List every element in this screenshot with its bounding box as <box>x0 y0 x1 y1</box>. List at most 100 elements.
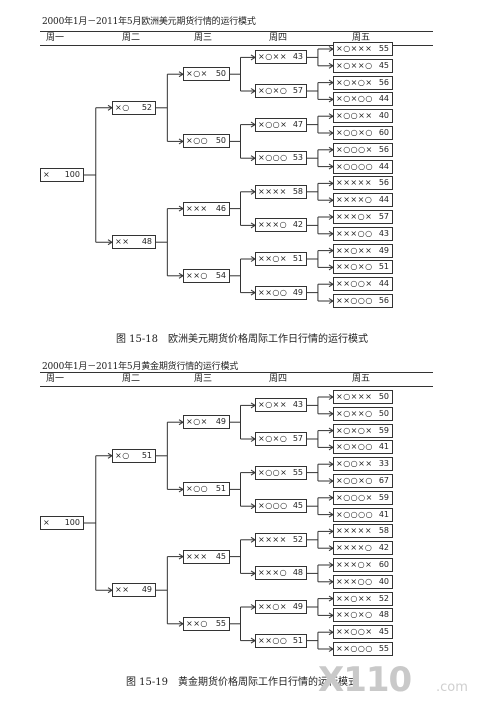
node-value: 49 <box>292 287 303 297</box>
node-thursday: ××××52 <box>255 532 307 547</box>
node-pattern: ×○× <box>186 69 208 79</box>
node-value: 45 <box>378 60 389 70</box>
node-wednesday: ×○×49 <box>183 415 230 430</box>
node-pattern: ×○○×× <box>336 459 373 469</box>
node-pattern: ×○○○○ <box>336 509 374 519</box>
node-thursday: ×○○×55 <box>255 465 307 480</box>
node-value: 53 <box>292 153 303 163</box>
watermark-text: X110 <box>318 660 412 700</box>
node-pattern: ××○×× <box>336 245 373 255</box>
node-friday: ×○×○○44 <box>333 92 393 107</box>
node-value: 57 <box>378 212 389 221</box>
node-pattern: ×× <box>115 585 130 595</box>
node-friday: ××××× 58 <box>333 524 393 539</box>
node-pattern: ××××○ <box>336 195 373 205</box>
node-pattern: ×○××○ <box>336 408 373 418</box>
node-value: 100 <box>64 518 80 527</box>
node-wednesday: ×○○51 <box>183 482 230 497</box>
node-friday: ×○○×× 33 <box>333 457 393 472</box>
node-pattern: × <box>43 170 51 179</box>
figure-eurodollar: 2000年1月－2011年5月欧洲美元期货行情的运行模式 周一 周二 周三 周四… <box>0 0 484 350</box>
node-pattern: ×××× <box>258 186 287 196</box>
node-pattern: ×○××× <box>336 44 373 53</box>
day-friday: 周五 <box>351 33 371 43</box>
node-friday: ×××○×60 <box>333 558 393 572</box>
node-thursday: ×○××43 <box>255 50 307 65</box>
node-pattern: ×○××○ <box>336 60 373 70</box>
node-value: 46 <box>215 203 226 213</box>
day-friday: 周五 <box>351 374 371 384</box>
node-value: 60 <box>378 560 389 569</box>
node-value: 52 <box>141 102 152 112</box>
node-value: 48 <box>141 237 152 247</box>
node-thursday: ××××58 <box>255 184 307 199</box>
node-value: 50 <box>215 136 226 146</box>
node-friday: ×○○×○ 67 <box>333 474 393 488</box>
node-friday: ××○○×45 <box>333 625 393 640</box>
node-thursday: ×○○○45 <box>255 499 307 514</box>
node-pattern: ××○× <box>258 254 288 263</box>
node-value: 49 <box>378 245 389 255</box>
node-value: 51 <box>141 450 152 460</box>
node-pattern: ××○ <box>186 270 208 280</box>
node-value: 51 <box>292 254 303 263</box>
node-value: 33 <box>378 459 389 469</box>
node-thursday: ××○○ 49 <box>255 285 307 300</box>
node-wednesday: ×○○50 <box>183 134 230 149</box>
node-friday: ×××○○40 <box>333 574 393 589</box>
node-value: 58 <box>378 526 389 536</box>
node-friday: ××○×× 49 <box>333 243 393 258</box>
node-friday: ×○×○○41 <box>333 440 393 455</box>
node-pattern: ×○○○× <box>336 144 373 154</box>
node-pattern: ×○○×○ <box>336 476 373 485</box>
node-pattern: ×○○× <box>258 119 288 129</box>
node-pattern: ×○× <box>186 417 208 427</box>
node-value: 56 <box>378 178 389 188</box>
node-value: 45 <box>292 501 303 511</box>
node-pattern: ×××○○ <box>336 228 373 238</box>
node-pattern: ×××○○ <box>336 576 373 586</box>
node-pattern: ×○○○× <box>336 492 373 502</box>
node-pattern: ××○○ <box>258 287 288 297</box>
node-value: 67 <box>378 476 389 485</box>
node-thursday: ×○○× 47 <box>255 117 307 132</box>
watermark-suffix: .com <box>436 680 468 695</box>
node-pattern: ×○×○ <box>258 434 288 443</box>
node-pattern: ××○×× <box>336 593 373 603</box>
node-value: 56 <box>378 296 389 305</box>
node-pattern: ×○×○× <box>336 77 373 87</box>
figure-title: 2000年1月－2011年5月黄金期货行情的运行模式 <box>42 362 239 372</box>
node-pattern: ×××○ <box>258 220 288 230</box>
node-value: 48 <box>292 568 303 578</box>
node-value: 54 <box>215 270 226 280</box>
node-wednesday: ×○× 50 <box>183 67 230 82</box>
node-friday: ×○×○×56 <box>333 75 393 90</box>
node-thursday: ×○××43 <box>255 398 307 413</box>
node-value: 47 <box>292 119 303 129</box>
node-friday: ××××× 56 <box>333 176 393 191</box>
node-value: 45 <box>215 551 226 561</box>
day-wednesday: 周三 <box>193 374 213 384</box>
watermark-logo: X110 .com <box>318 660 478 702</box>
node-value: 44 <box>378 195 389 205</box>
node-pattern: ××××× <box>336 178 373 188</box>
day-tuesday: 周二 <box>121 374 141 384</box>
node-pattern: ××○×○ <box>336 262 373 272</box>
node-friday: ×○○××40 <box>333 109 393 124</box>
node-value: 60 <box>378 128 389 137</box>
node-monday: ×100 <box>40 516 84 530</box>
node-value: 51 <box>292 635 303 645</box>
node-value: 59 <box>378 425 389 435</box>
node-value: 57 <box>292 434 303 443</box>
node-friday: ××○×○48 <box>333 608 393 623</box>
weekday-header: 周一 周二 周三 周四 周五 <box>40 31 433 46</box>
node-value: 50 <box>378 392 389 401</box>
node-pattern: ××○○○ <box>336 644 373 653</box>
node-pattern: ×××○× <box>336 212 373 221</box>
node-monday: ×100 <box>40 168 84 182</box>
node-pattern: ××××○ <box>336 543 373 553</box>
node-value: 50 <box>215 69 226 79</box>
node-pattern: ××××× <box>336 526 373 536</box>
node-friday: ×○○○○44 <box>333 159 393 174</box>
node-pattern: ×× <box>115 237 130 247</box>
